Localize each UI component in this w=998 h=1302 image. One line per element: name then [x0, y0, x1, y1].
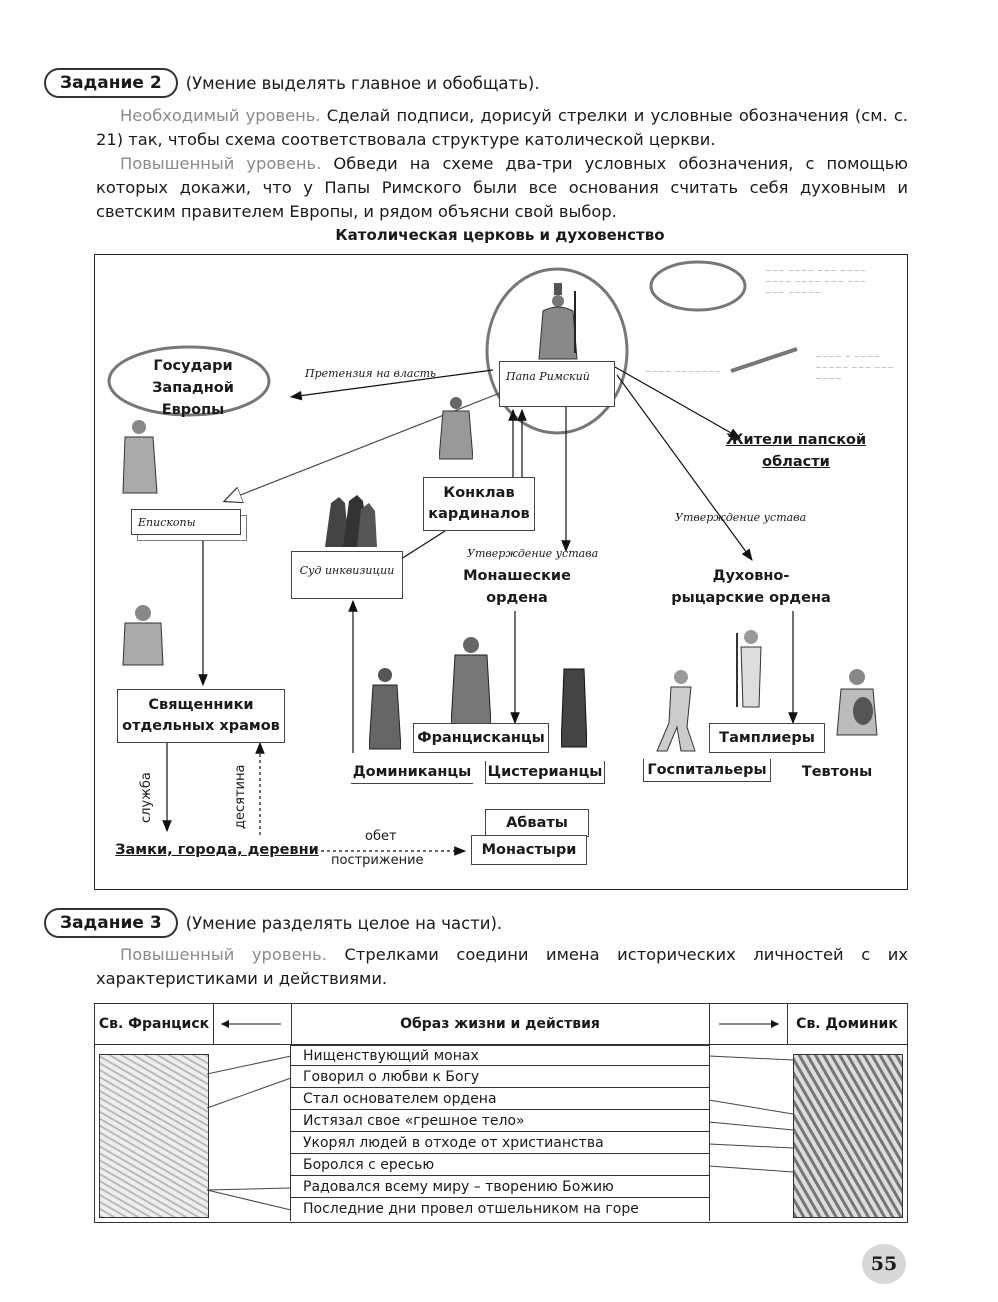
legend-line-mark: [730, 347, 798, 373]
connection-lines: [206, 1055, 794, 1211]
legend-scribble-1: ~~~ ~~~~ ~~~ ~~~~~~~~ ~~~~ ~~~ ~~~~~~ ~~…: [765, 266, 867, 297]
dominicans-label: Доминиканцы: [351, 761, 473, 784]
monastic-orders-label: Монашеские ордена: [463, 568, 571, 606]
list-item: Радовался всему миру – творению Божию: [291, 1177, 709, 1198]
inquisition-figure-icon: [325, 495, 377, 547]
pope-figure-icon: [538, 283, 578, 360]
arrow-right-icon: [719, 1020, 779, 1028]
tonsure-label: пострижение: [331, 853, 424, 868]
priests-box: Священники отдельных храмов: [117, 689, 285, 743]
task3-header: Задание 3 (Умение разделять целое на час…: [44, 908, 502, 938]
legend-scribble-3: ~~~~ ~~~~~~~: [645, 367, 722, 376]
page-number: 55: [862, 1244, 906, 1284]
hospitallers-label: Госпитальеры: [643, 759, 771, 782]
arrow-left-icon: [221, 1020, 281, 1028]
templar-figure-icon: [736, 630, 762, 708]
franciscans-box: Францисканцы: [413, 723, 549, 753]
abbots-label: Абваты: [506, 814, 568, 831]
templars-label: Тамплиеры: [719, 729, 815, 746]
tithe-label: десятина: [233, 764, 248, 829]
franciscan-figure-icon: [451, 637, 491, 726]
list-item: Стал основателем ордена: [291, 1089, 709, 1110]
conclave-box: Конклав кардиналов: [423, 477, 535, 531]
task3-level: Повышенный уровень. Стрелками соедини им…: [96, 943, 908, 991]
franciscans-label: Францисканцы: [417, 729, 545, 746]
list-item: Последние дни провел отшельником на горе: [303, 1201, 639, 1217]
col-header-mid: Образ жизни и действия: [291, 1004, 710, 1045]
task3-badge: Задание 3: [44, 908, 178, 938]
legend-scribble-2: ~~~~ ~ ~~~~~~~~~ ~~~ ~~~~~~~: [815, 352, 894, 383]
teuton-figure-icon: [836, 669, 878, 736]
dominican-figure-icon: [369, 668, 401, 750]
task2-description: (Умение выделять главное и обобщать).: [185, 73, 540, 93]
level2-label: Повышенный уровень.: [120, 154, 322, 173]
bishops-label: Епископы: [138, 515, 196, 529]
teutons-label: Тевтоны: [801, 764, 873, 780]
task2-badge: Задание 2: [44, 68, 178, 98]
list-item: Боролся с ересью: [291, 1155, 709, 1176]
task2-level2: Повышенный уровень. Обведи на схеме два-…: [96, 152, 908, 224]
knight-orders-label: Духовно-рыцарские ордена: [671, 568, 831, 606]
pope-label: Папа Римский: [506, 370, 590, 383]
list-item: Нищенствующий монах: [291, 1045, 709, 1066]
claim-label: Претензия на власть: [305, 367, 437, 380]
rulers-oval-mark: [107, 345, 271, 417]
cardinal-figure-icon: [439, 397, 473, 460]
legend-oval-mark: [649, 260, 747, 312]
arrow-left-cell: [213, 1004, 292, 1045]
cistercian-figure-icon: [561, 668, 587, 748]
dominic-portrait-image: [793, 1054, 903, 1218]
list-item: Говорил о любви к Богу: [291, 1067, 709, 1088]
conclave-label: Конклав кардиналов: [428, 485, 530, 522]
templars-box: Тамплиеры: [709, 723, 825, 753]
monasteries-label: Монастыри: [481, 841, 577, 858]
list-item: Укорял людей в отходе от христианства: [291, 1133, 709, 1154]
charter-label-1: Утверждение устава: [467, 547, 599, 560]
monasteries-box: Монастыри: [471, 835, 587, 865]
church-diagram: ~~~ ~~~~ ~~~ ~~~~~~~~ ~~~~ ~~~ ~~~~~~ ~~…: [94, 254, 908, 890]
task3-description: (Умение разделять целое на части).: [185, 913, 503, 933]
francis-portrait-image: [99, 1054, 209, 1218]
arrow-right-cell: [709, 1004, 788, 1045]
cistercians-label: Цистерианцы: [485, 761, 605, 784]
task3-level-label: Повышенный уровень.: [120, 945, 327, 964]
vow-label: обет: [365, 829, 397, 844]
bishop2-figure-icon: [122, 605, 164, 666]
task2-header: Задание 2 (Умение выделять главное и обо…: [44, 68, 540, 98]
castles-label: Замки, города, деревни: [115, 842, 319, 858]
charter-label-2: Утверждение устава: [675, 511, 807, 524]
pope-box: Папа Римский: [499, 361, 615, 407]
list-divider-right: [709, 1045, 710, 1221]
col-header-left: Св. Франциск: [95, 1004, 214, 1045]
rulers-label: Государи Западной Европы: [152, 358, 234, 418]
diagram-title: Католическая церковь и духовенство: [335, 226, 665, 244]
priests-label: Священники отдельных храмов: [122, 697, 280, 734]
diagram-arrows: [107, 260, 798, 856]
pope-circle-mark: [485, 267, 629, 435]
col-header-right: Св. Доминик: [787, 1004, 907, 1045]
list-item: Истязал свое «грешное тело»: [291, 1111, 709, 1132]
task2-level1: Необходимый уровень. Сделай подписи, дор…: [96, 104, 908, 152]
task3-level-text: Стрелками соедини имена исторических лич…: [96, 945, 908, 988]
level1-text: Сделай подписи, дорисуй стрелки и условн…: [96, 106, 908, 149]
task3-table: Св. Франциск Образ жизни и действия Св. …: [94, 1003, 908, 1223]
level1-label: Необходимый уровень.: [120, 106, 321, 125]
inquisition-label: Суд инквизиции: [299, 564, 395, 577]
bishop-figure-icon: [122, 420, 158, 494]
hospitaller-figure-icon: [656, 670, 696, 752]
list-divider-left: [290, 1045, 291, 1221]
service-label: служба: [139, 772, 154, 823]
level2-text: Обведи на схеме два-три условных обознач…: [96, 154, 908, 221]
abbots-box: Абваты: [485, 809, 589, 837]
residents-label: Жители папской области: [725, 432, 867, 470]
inquisition-box: Суд инквизиции: [291, 551, 403, 599]
bishops-box: Епископы: [131, 509, 241, 535]
